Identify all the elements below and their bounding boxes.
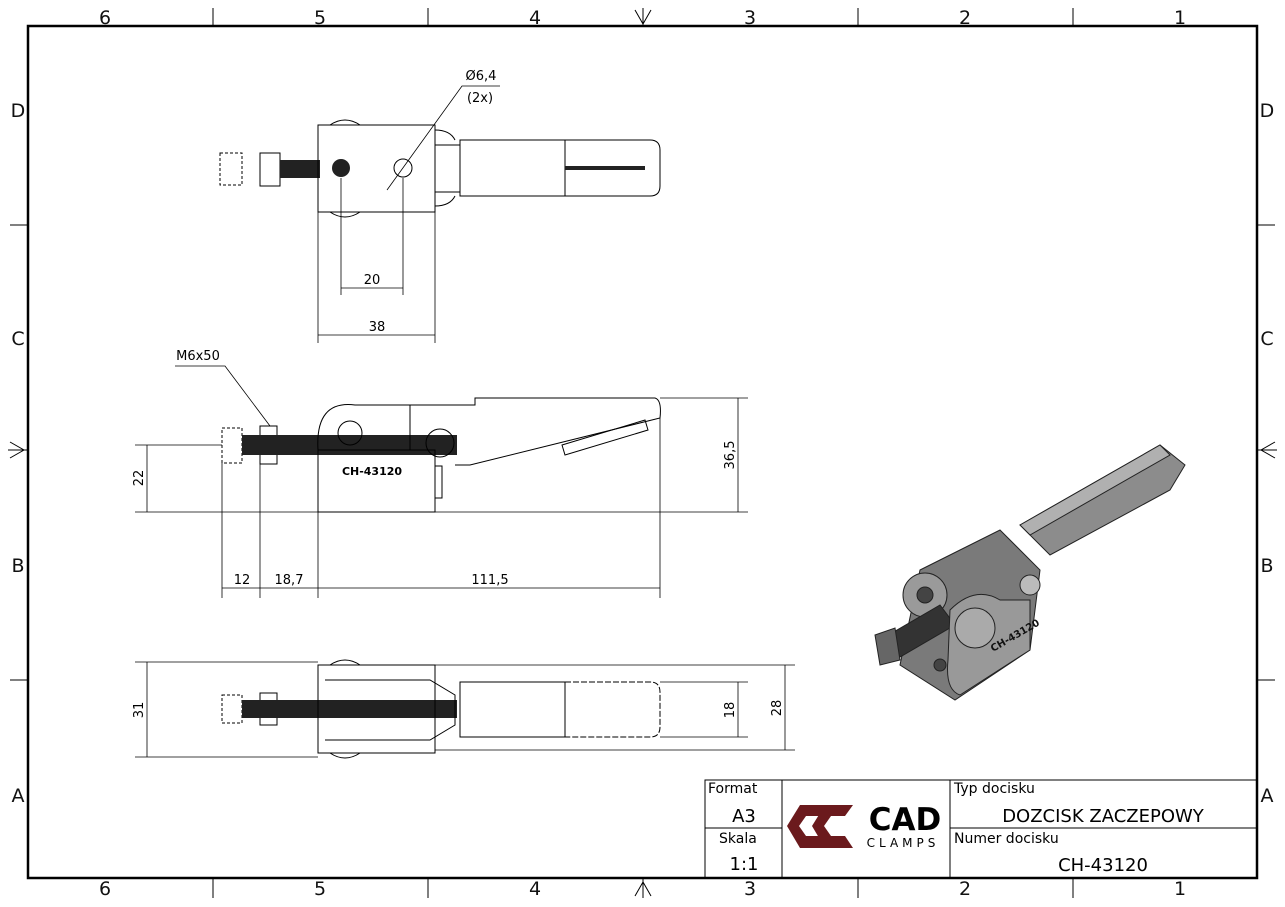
svg-text:1: 1	[1174, 7, 1186, 29]
svg-text:2: 2	[959, 7, 971, 29]
dim-bolt-length: 12	[234, 573, 251, 588]
svg-text:5: 5	[314, 878, 326, 900]
title-block: Format A3 Skala 1:1 CAD CLAMPS Typ docis…	[704, 779, 1258, 879]
zone-column-labels: 6 5 4 3 2 1 6 5 4 3 2 1	[99, 7, 1186, 900]
dim-total-height: 36,5	[723, 441, 738, 470]
svg-text:4: 4	[529, 878, 541, 900]
dim-total-length: 111,5	[471, 573, 508, 588]
svg-text:D: D	[11, 100, 26, 122]
svg-text:2: 2	[959, 878, 971, 900]
svg-text:3: 3	[744, 7, 756, 29]
cad-clamps-logo: CAD CLAMPS	[787, 802, 941, 850]
scale-value: 1:1	[730, 854, 759, 875]
svg-text:6: 6	[99, 878, 111, 900]
top-view: 20 38 Ø6,4 (2x)	[219, 69, 661, 343]
svg-text:A: A	[12, 785, 25, 807]
number-value: CH-43120	[1058, 855, 1148, 876]
svg-text:CLAMPS: CLAMPS	[867, 836, 940, 850]
dim-body-width: 38	[369, 320, 386, 335]
isometric-view: CH-43120	[874, 444, 1186, 701]
type-value: DOZCISK ZACZEPOWY	[1002, 806, 1205, 827]
dim-hole-spacing: 20	[364, 273, 381, 288]
svg-text:C: C	[1260, 328, 1273, 350]
dim-handle-outer: 28	[770, 700, 785, 717]
svg-text:CAD: CAD	[869, 802, 941, 838]
svg-text:C: C	[11, 328, 24, 350]
bottom-view: 31 18 28	[132, 659, 795, 759]
svg-text:4: 4	[529, 7, 541, 29]
svg-text:5: 5	[314, 7, 326, 29]
dim-base-width: 31	[132, 702, 147, 719]
svg-text:6: 6	[99, 7, 111, 29]
dim-hole-count: (2x)	[467, 91, 493, 106]
side-view: CH-43120 M6x50 22 36,5 12 18,7 111,5	[132, 349, 748, 598]
type-label: Typ docisku	[953, 781, 1035, 797]
svg-text:B: B	[11, 555, 24, 577]
svg-text:3: 3	[744, 878, 756, 900]
dim-hole-diameter: Ø6,4	[466, 69, 497, 84]
svg-text:B: B	[1260, 555, 1273, 577]
dim-thread: M6x50	[176, 349, 220, 364]
format-label: Format	[708, 781, 758, 797]
dim-handle-width: 18	[723, 702, 738, 719]
svg-text:1: 1	[1174, 878, 1186, 900]
centering-marks	[8, 8, 1277, 898]
dim-spindle-height: 22	[132, 470, 147, 487]
zone-row-labels: D C B A D C B A	[11, 100, 1275, 807]
number-label: Numer docisku	[954, 831, 1059, 847]
part-marking-side: CH-43120	[342, 465, 402, 478]
dim-nut-offset: 18,7	[275, 573, 304, 588]
format-value: A3	[732, 806, 756, 827]
svg-text:D: D	[1260, 100, 1275, 122]
svg-text:A: A	[1261, 785, 1274, 807]
zone-ticks	[10, 8, 1275, 898]
scale-label: Skala	[719, 831, 757, 847]
